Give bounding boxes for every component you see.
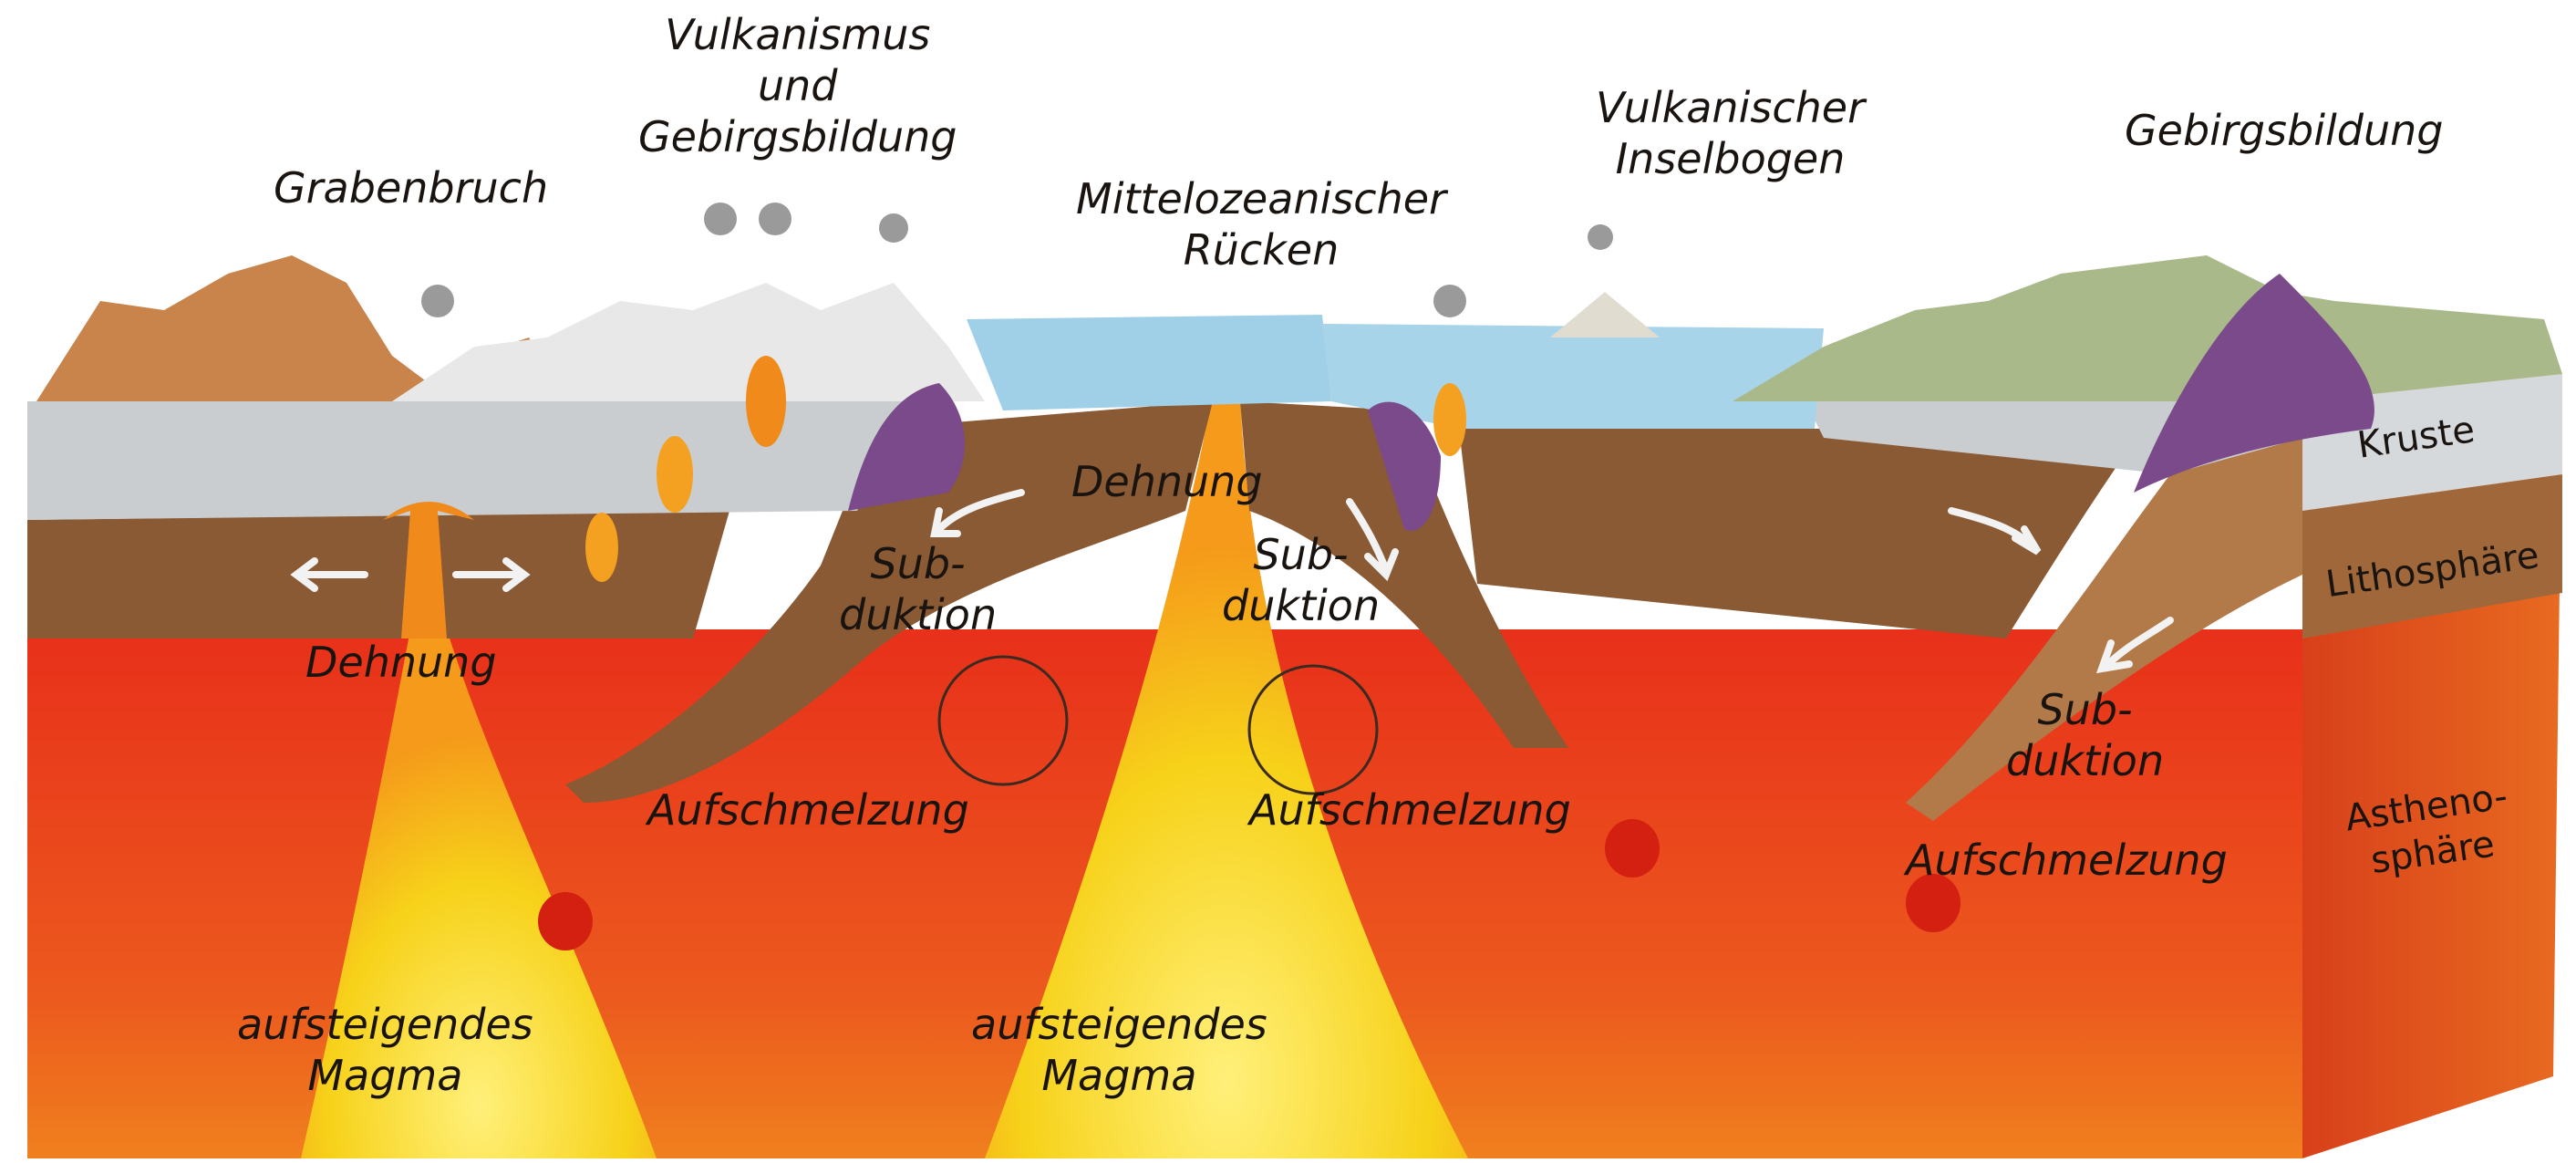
label-grabenbruch: Grabenbruch: [274, 162, 548, 213]
label-dehnung-left: Dehnung: [305, 637, 497, 688]
label-vulkanismus: Vulkanismus und Gebirgsbildung: [638, 9, 957, 162]
magma-chamber-1: [746, 356, 786, 447]
label-aufschmelzung-right: Aufschmelzung: [1906, 835, 2228, 886]
steam-6: [1588, 224, 1613, 250]
label-aufschmelzung-center: Aufschmelzung: [1249, 784, 1571, 836]
magma-chamber-4: [1433, 383, 1466, 456]
steam-4: [879, 213, 908, 243]
mountains-gebirgsbildung: [1733, 255, 2562, 401]
label-subduktion-left: Sub- duktion: [839, 538, 997, 640]
magma-chamber-2: [657, 436, 693, 513]
label-magma-left: aufsteigendes Magma: [237, 999, 533, 1101]
magma-chamber-3: [585, 513, 618, 582]
label-mittelozeanischer-ruecken: Mittelozeanischer Rücken: [1076, 173, 1446, 275]
magma-hotspot-center: [1605, 819, 1660, 877]
volcanic-island: [1550, 292, 1660, 337]
mountains-vulkanismus: [392, 283, 985, 401]
lithosphere-left: [27, 511, 729, 639]
steam-5: [1433, 285, 1466, 317]
label-gebirgsbildung: Gebirgsbildung: [2125, 105, 2443, 156]
label-dehnung-center: Dehnung: [1071, 456, 1263, 507]
steam-1: [421, 285, 454, 317]
magma-hotspot-left: [538, 892, 593, 950]
label-subduktion-center: Sub- duktion: [1222, 529, 1380, 631]
label-vulkanischer-inselbogen: Vulkanischer Inselbogen: [1596, 82, 1865, 184]
label-magma-center: aufsteigendes Magma: [971, 999, 1267, 1101]
steam-2: [704, 202, 737, 235]
label-subduktion-right: Sub- duktion: [2006, 684, 2164, 786]
ocean: [967, 315, 1331, 410]
label-aufschmelzung-left: Aufschmelzung: [647, 784, 969, 836]
steam-3: [759, 202, 791, 235]
